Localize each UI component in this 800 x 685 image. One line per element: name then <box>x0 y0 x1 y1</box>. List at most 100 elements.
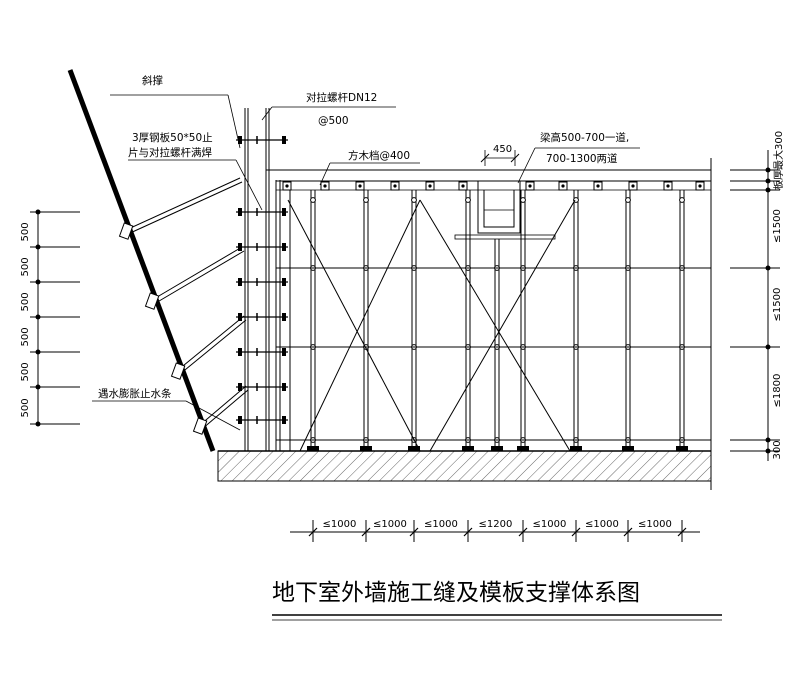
dim-tick <box>361 527 371 537</box>
prop-clamp <box>520 197 526 203</box>
label-timber: 方木档@400 <box>348 149 410 162</box>
dim-tick <box>463 527 473 537</box>
tie-rod-nut <box>282 208 286 216</box>
dimension-450: 450 <box>480 144 520 166</box>
brace-foot <box>118 222 134 240</box>
timber-batten-dot <box>528 184 532 188</box>
tie-rod-nut <box>282 348 286 356</box>
leader-lines <box>92 94 640 431</box>
dim-dot <box>765 344 771 350</box>
ground-slab <box>217 450 712 482</box>
dim-bottom-label: ≤1000 <box>373 519 407 530</box>
timber-batten-dot <box>596 184 600 188</box>
dim-tick <box>409 527 419 537</box>
labels: 斜撑 3厚钢板50*50止 片与对拉螺杆满焊 对拉螺杆DN12 @500 方木档… <box>98 74 785 400</box>
tie-rods <box>236 136 288 424</box>
dim-tick <box>677 527 687 537</box>
dim-tick <box>623 527 633 537</box>
timber-batten-dot <box>358 184 362 188</box>
tie-rod-nut <box>238 208 242 216</box>
tie-rod-nut <box>238 348 242 356</box>
dim-dot <box>765 178 771 184</box>
dim-dot <box>35 314 41 320</box>
tie-rod-nut <box>238 383 242 391</box>
dim-right-label: ≤1500 <box>772 288 783 322</box>
dim-dot <box>35 349 41 355</box>
timber-batten-dot <box>428 184 432 188</box>
dim-bottom-label: ≤1000 <box>424 519 458 530</box>
timber-batten-dot <box>461 184 465 188</box>
tie-rod-nut <box>238 313 242 321</box>
vertical-props <box>289 190 688 451</box>
brace-line <box>201 389 249 430</box>
brace-foot <box>192 417 208 435</box>
dim-right-label: 300 <box>772 440 783 459</box>
timber-batten-dot <box>666 184 670 188</box>
bottom-dimension-chain: ≤1000≤1000≤1000≤1200≤1000≤1000≤1000 <box>290 519 700 542</box>
dim-bottom-label: ≤1000 <box>585 519 619 530</box>
dim-dot <box>35 384 41 390</box>
brace-line <box>199 385 247 426</box>
timber-batten-dot <box>285 184 289 188</box>
tie-rod-nut <box>238 136 242 144</box>
tie-rod-nut <box>238 278 242 286</box>
beam <box>454 180 711 240</box>
timber-battens <box>282 181 705 191</box>
tie-rod-nut <box>238 416 242 424</box>
prop-base <box>408 446 420 451</box>
prop-base <box>517 446 529 451</box>
brace-line <box>127 181 243 235</box>
label-tie-rod-2: @500 <box>318 115 349 127</box>
brace-line <box>153 250 245 305</box>
prop-clamp <box>625 197 631 203</box>
prop-base <box>491 446 503 451</box>
tie-rod-nut <box>282 416 286 424</box>
dim-dot <box>35 421 41 427</box>
dim-dot <box>765 437 771 443</box>
dim-dot <box>765 265 771 271</box>
dim-dot <box>35 244 41 250</box>
label-beam-2: 700-1300两道 <box>546 152 618 165</box>
label-waterstop: 遇水膨胀止水条 <box>98 387 172 400</box>
dim-right-label: ≤1800 <box>772 374 783 408</box>
drawing-title: 地下室外墙施工缝及模板支撑体系图 <box>272 580 722 621</box>
label-steel-plate-2: 片与对拉螺杆满焊 <box>128 146 212 159</box>
brace-line <box>125 177 241 231</box>
prop-clamp <box>310 197 316 203</box>
dim-bottom-label: ≤1000 <box>638 519 672 530</box>
title-text: 地下室外墙施工缝及模板支撑体系图 <box>272 580 640 606</box>
timber-batten-dot <box>393 184 397 188</box>
diagonal-braces <box>118 177 249 435</box>
excavation-slope <box>67 69 216 452</box>
tie-rod-nut <box>282 136 286 144</box>
timber-batten-dot <box>698 184 702 188</box>
prop-base <box>570 446 582 451</box>
brace-foot <box>170 362 186 380</box>
label-slab-thickness: 板厚最大300 <box>772 131 785 190</box>
dim-dot <box>765 167 771 173</box>
prop-clamp <box>363 197 369 203</box>
dim-left-label: 500 <box>20 398 31 417</box>
dim-left-label: 500 <box>20 257 31 276</box>
prop-base <box>307 446 319 451</box>
prop-base <box>676 446 688 451</box>
dim-dot <box>35 279 41 285</box>
label-brace: 斜撑 <box>142 74 163 87</box>
brace-foot <box>144 292 160 310</box>
timber-batten-dot <box>323 184 327 188</box>
dim-dot <box>765 187 771 193</box>
horizontal-ledgers <box>276 267 711 441</box>
prop-base <box>622 446 634 451</box>
dim-bottom-label: ≤1000 <box>323 519 357 530</box>
dim-left-label: 500 <box>20 222 31 241</box>
tie-rod-nut <box>282 383 286 391</box>
dim-left-label: 500 <box>20 362 31 381</box>
label-steel-plate-1: 3厚钢板50*50止 <box>132 131 213 144</box>
dim-bottom-label: ≤1200 <box>479 519 513 530</box>
timber-batten-dot <box>561 184 565 188</box>
dim-dot <box>765 448 771 454</box>
label-beam-1: 梁高500-700一道, <box>540 131 629 144</box>
